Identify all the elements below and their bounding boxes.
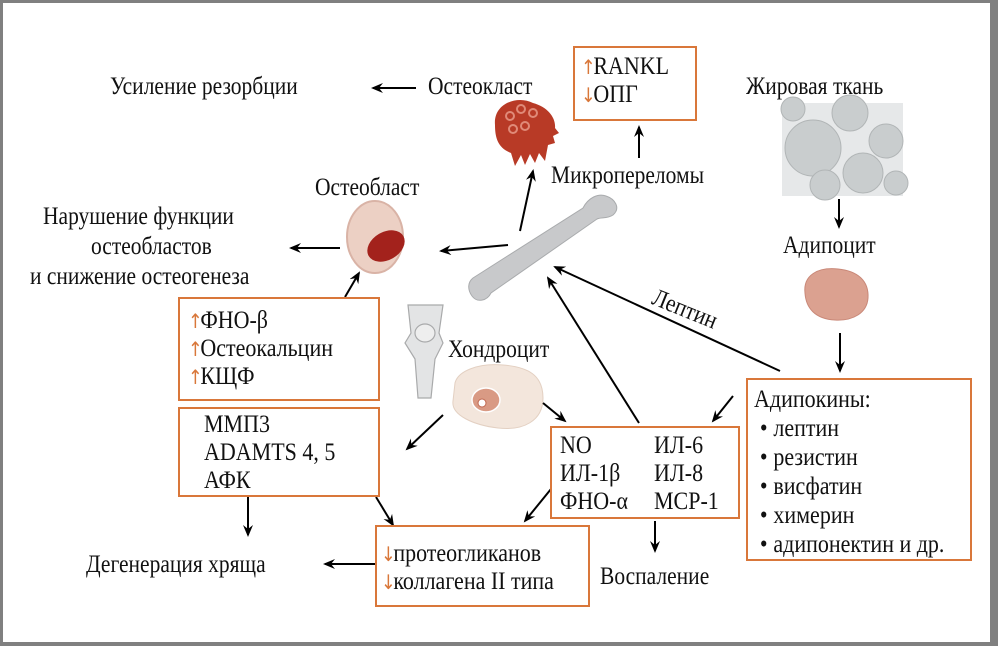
marker-row: ↑КЩФ (188, 363, 255, 390)
adipokine-item: •адипонектин и др. (754, 530, 945, 559)
adipokine-item: •химерин (754, 501, 944, 530)
matrix-row: ↓протеогликанов (381, 540, 542, 567)
adipocyte-label: Адипоцит (783, 232, 876, 259)
cytokine-item: NO (560, 432, 592, 459)
cartilage-degeneration-label: Дегенерация хряща (86, 551, 266, 578)
cytokines-box: NO ИЛ-1β ФНО-α ИЛ-6 ИЛ-8 MCP-1 (550, 426, 740, 519)
dysfunction-line-1: Нарушение функции (43, 203, 234, 230)
arrow-chondrocyte-to-enzymes (405, 414, 444, 451)
enzyme-item: АФК (204, 467, 251, 494)
cytokine-item: ИЛ-1β (560, 460, 621, 487)
osteoclast-icon (494, 99, 559, 166)
adipokines-box: Адипокины: •лептин •резистин •висфатин •… (746, 378, 972, 561)
arrow-enzymes-to-matrix (375, 496, 395, 527)
adipokine-item: •резистин (754, 443, 944, 472)
cytokine-item: ИЛ-8 (654, 460, 704, 487)
bullet-icon: • (759, 531, 768, 558)
matrix-row: ↓коллагена II типа (381, 568, 554, 595)
rankl-opg-box: ↑RANKL ↓ОПГ (573, 46, 697, 121)
bullet-icon: • (759, 502, 768, 529)
cytokine-item: MCP-1 (654, 488, 719, 515)
bullet-icon: • (759, 415, 768, 442)
osteoblast-markers-box: ↑ФНО-β ↑Остеокальцин ↑КЩФ (178, 297, 380, 401)
adipokine-item: •висфатин (754, 472, 944, 501)
chondrocyte-label: Хондроцит (448, 336, 550, 363)
enzyme-item: ММП3 (204, 411, 271, 438)
chondrocyte-icon (452, 364, 544, 430)
enzyme-item: ADAMTS 4, 5 (204, 439, 336, 466)
up-arrow-icon: ↑ (188, 365, 203, 389)
femur-bone-icon (468, 194, 618, 301)
inflammation-label: Воспаление (600, 563, 710, 590)
arrow-adipokines-to-cytokines (711, 395, 734, 423)
osteoblast-icon (346, 200, 405, 274)
up-arrow-icon: ↑ (188, 337, 203, 361)
adipokine-item: •лептин (754, 414, 944, 443)
arrow-bone-to-osteoclast (519, 169, 536, 232)
cytokines-left-column: NO ИЛ-1β ФНО-α (560, 432, 637, 516)
dysfunction-line-2: остеобластов (91, 233, 212, 260)
cytokine-item: ИЛ-6 (654, 432, 704, 459)
adipokines-title: Адипокины: (754, 386, 871, 413)
down-arrow-icon: ↓ (581, 83, 596, 107)
arrow-markers-to-osteoblast (344, 271, 361, 298)
arrow-chondrocyte-to-cytokines (542, 402, 567, 423)
marker-row: ↑ФНО-β (188, 307, 268, 334)
resorption-label: Усиление резорбции (110, 73, 298, 100)
matrix-box: ↓протеогликанов ↓коллагена II типа (375, 525, 590, 607)
arrow-cytokines-to-bone (546, 276, 640, 424)
bullet-icon: • (759, 473, 768, 500)
up-arrow-icon: ↑ (581, 55, 596, 79)
knee-joint-icon (404, 304, 444, 399)
osteoblast-label: Остеобласт (315, 174, 420, 201)
adipocyte-icon (804, 268, 869, 321)
arrows-layer (243, 83, 845, 569)
osteoclast-label: Остеокласт (428, 73, 533, 100)
cytokine-item: ФНО-α (560, 488, 629, 515)
fat-tissue-icon (780, 94, 909, 201)
microfractures-label: Микропереломы (551, 162, 705, 189)
fat-tissue-label: Жировая ткань (746, 73, 884, 100)
down-arrow-icon: ↓ (381, 542, 396, 566)
down-arrow-icon: ↓ (381, 570, 396, 594)
bullet-icon: • (759, 444, 768, 471)
arrow-cytokines-to-matrix (523, 488, 552, 523)
marker-row: ↑Остеокальцин (188, 335, 334, 362)
enzymes-box: ММП3 ADAMTS 4, 5 АФК (178, 407, 380, 497)
arrow-bone-to-osteoblast (439, 244, 509, 256)
up-arrow-icon: ↑ (188, 309, 203, 333)
opg-row: ↓ОПГ (581, 81, 638, 108)
diagram-canvas: Усиление резорбции Остеокласт Жировая тк… (3, 3, 990, 642)
illustrations (346, 94, 909, 430)
arrow-leptin-to-bone (553, 266, 781, 372)
dysfunction-line-3: и снижение остеогенеза (30, 263, 250, 290)
cytokines-right-column: ИЛ-6 ИЛ-8 MCP-1 (654, 432, 728, 516)
rankl-row: ↑RANKL (581, 53, 670, 80)
